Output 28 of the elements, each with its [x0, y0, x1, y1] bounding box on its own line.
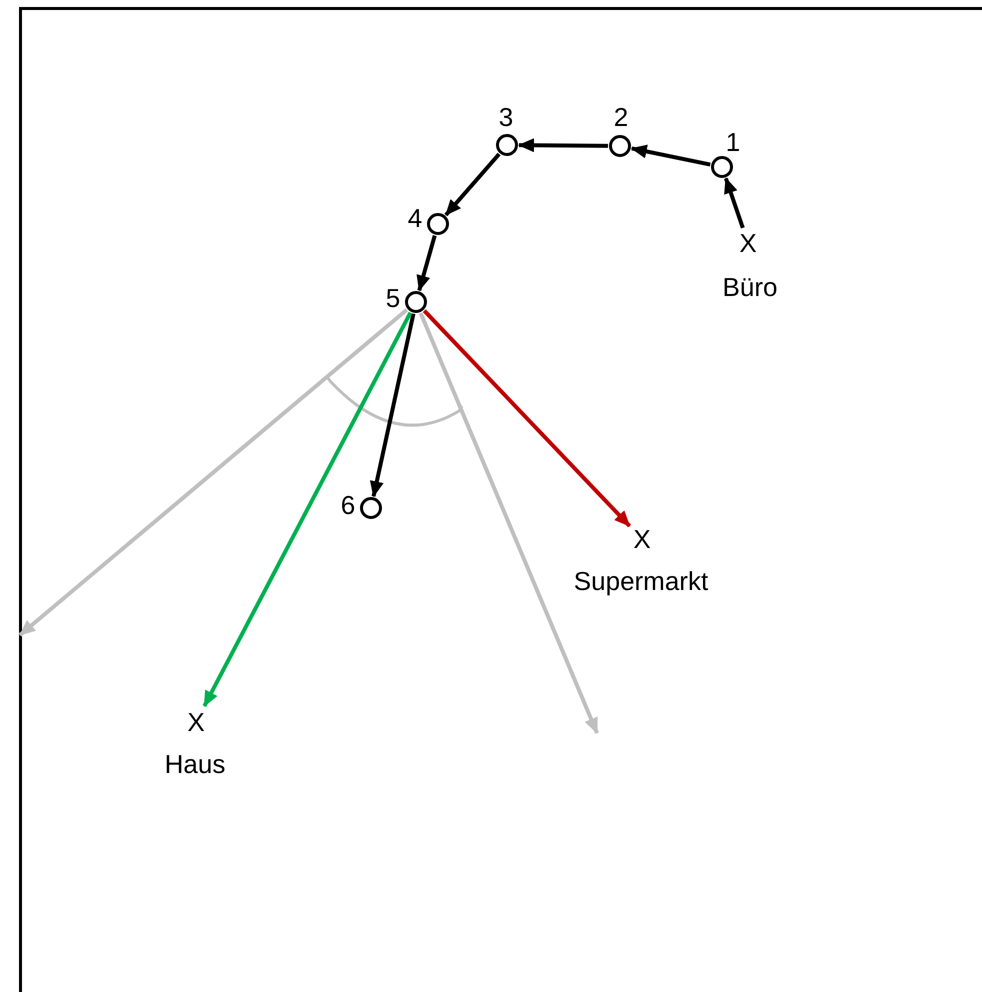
arrow	[724, 177, 745, 228]
arrow	[518, 138, 608, 152]
location-mark: X	[187, 709, 205, 735]
waypoint-circle	[609, 135, 631, 157]
waypoint-circle	[405, 291, 427, 313]
waypoint-number: 5	[386, 285, 400, 311]
arrow	[18, 308, 408, 637]
arrow	[422, 309, 632, 528]
place-label: Büro	[722, 274, 778, 300]
waypoint-number: 2	[614, 104, 628, 130]
waypoint-circle	[496, 134, 518, 156]
arrow	[370, 313, 416, 498]
place-label: Supermarkt	[574, 568, 708, 594]
waypoint-circle	[711, 156, 733, 178]
waypoint-number: 6	[340, 492, 356, 518]
arrow	[416, 235, 437, 292]
waypoint-number: 3	[498, 104, 514, 130]
waypoint-number: 1	[726, 129, 740, 155]
arrow	[630, 144, 711, 167]
location-mark: X	[739, 230, 757, 256]
waypoint-number: 4	[408, 205, 422, 231]
waypoint-circle	[360, 497, 382, 519]
arrow	[444, 152, 501, 216]
arrow	[418, 312, 599, 734]
waypoint-circle	[427, 213, 449, 235]
location-mark: X	[633, 526, 651, 552]
arrow	[202, 312, 412, 707]
place-label: Haus	[164, 751, 226, 777]
